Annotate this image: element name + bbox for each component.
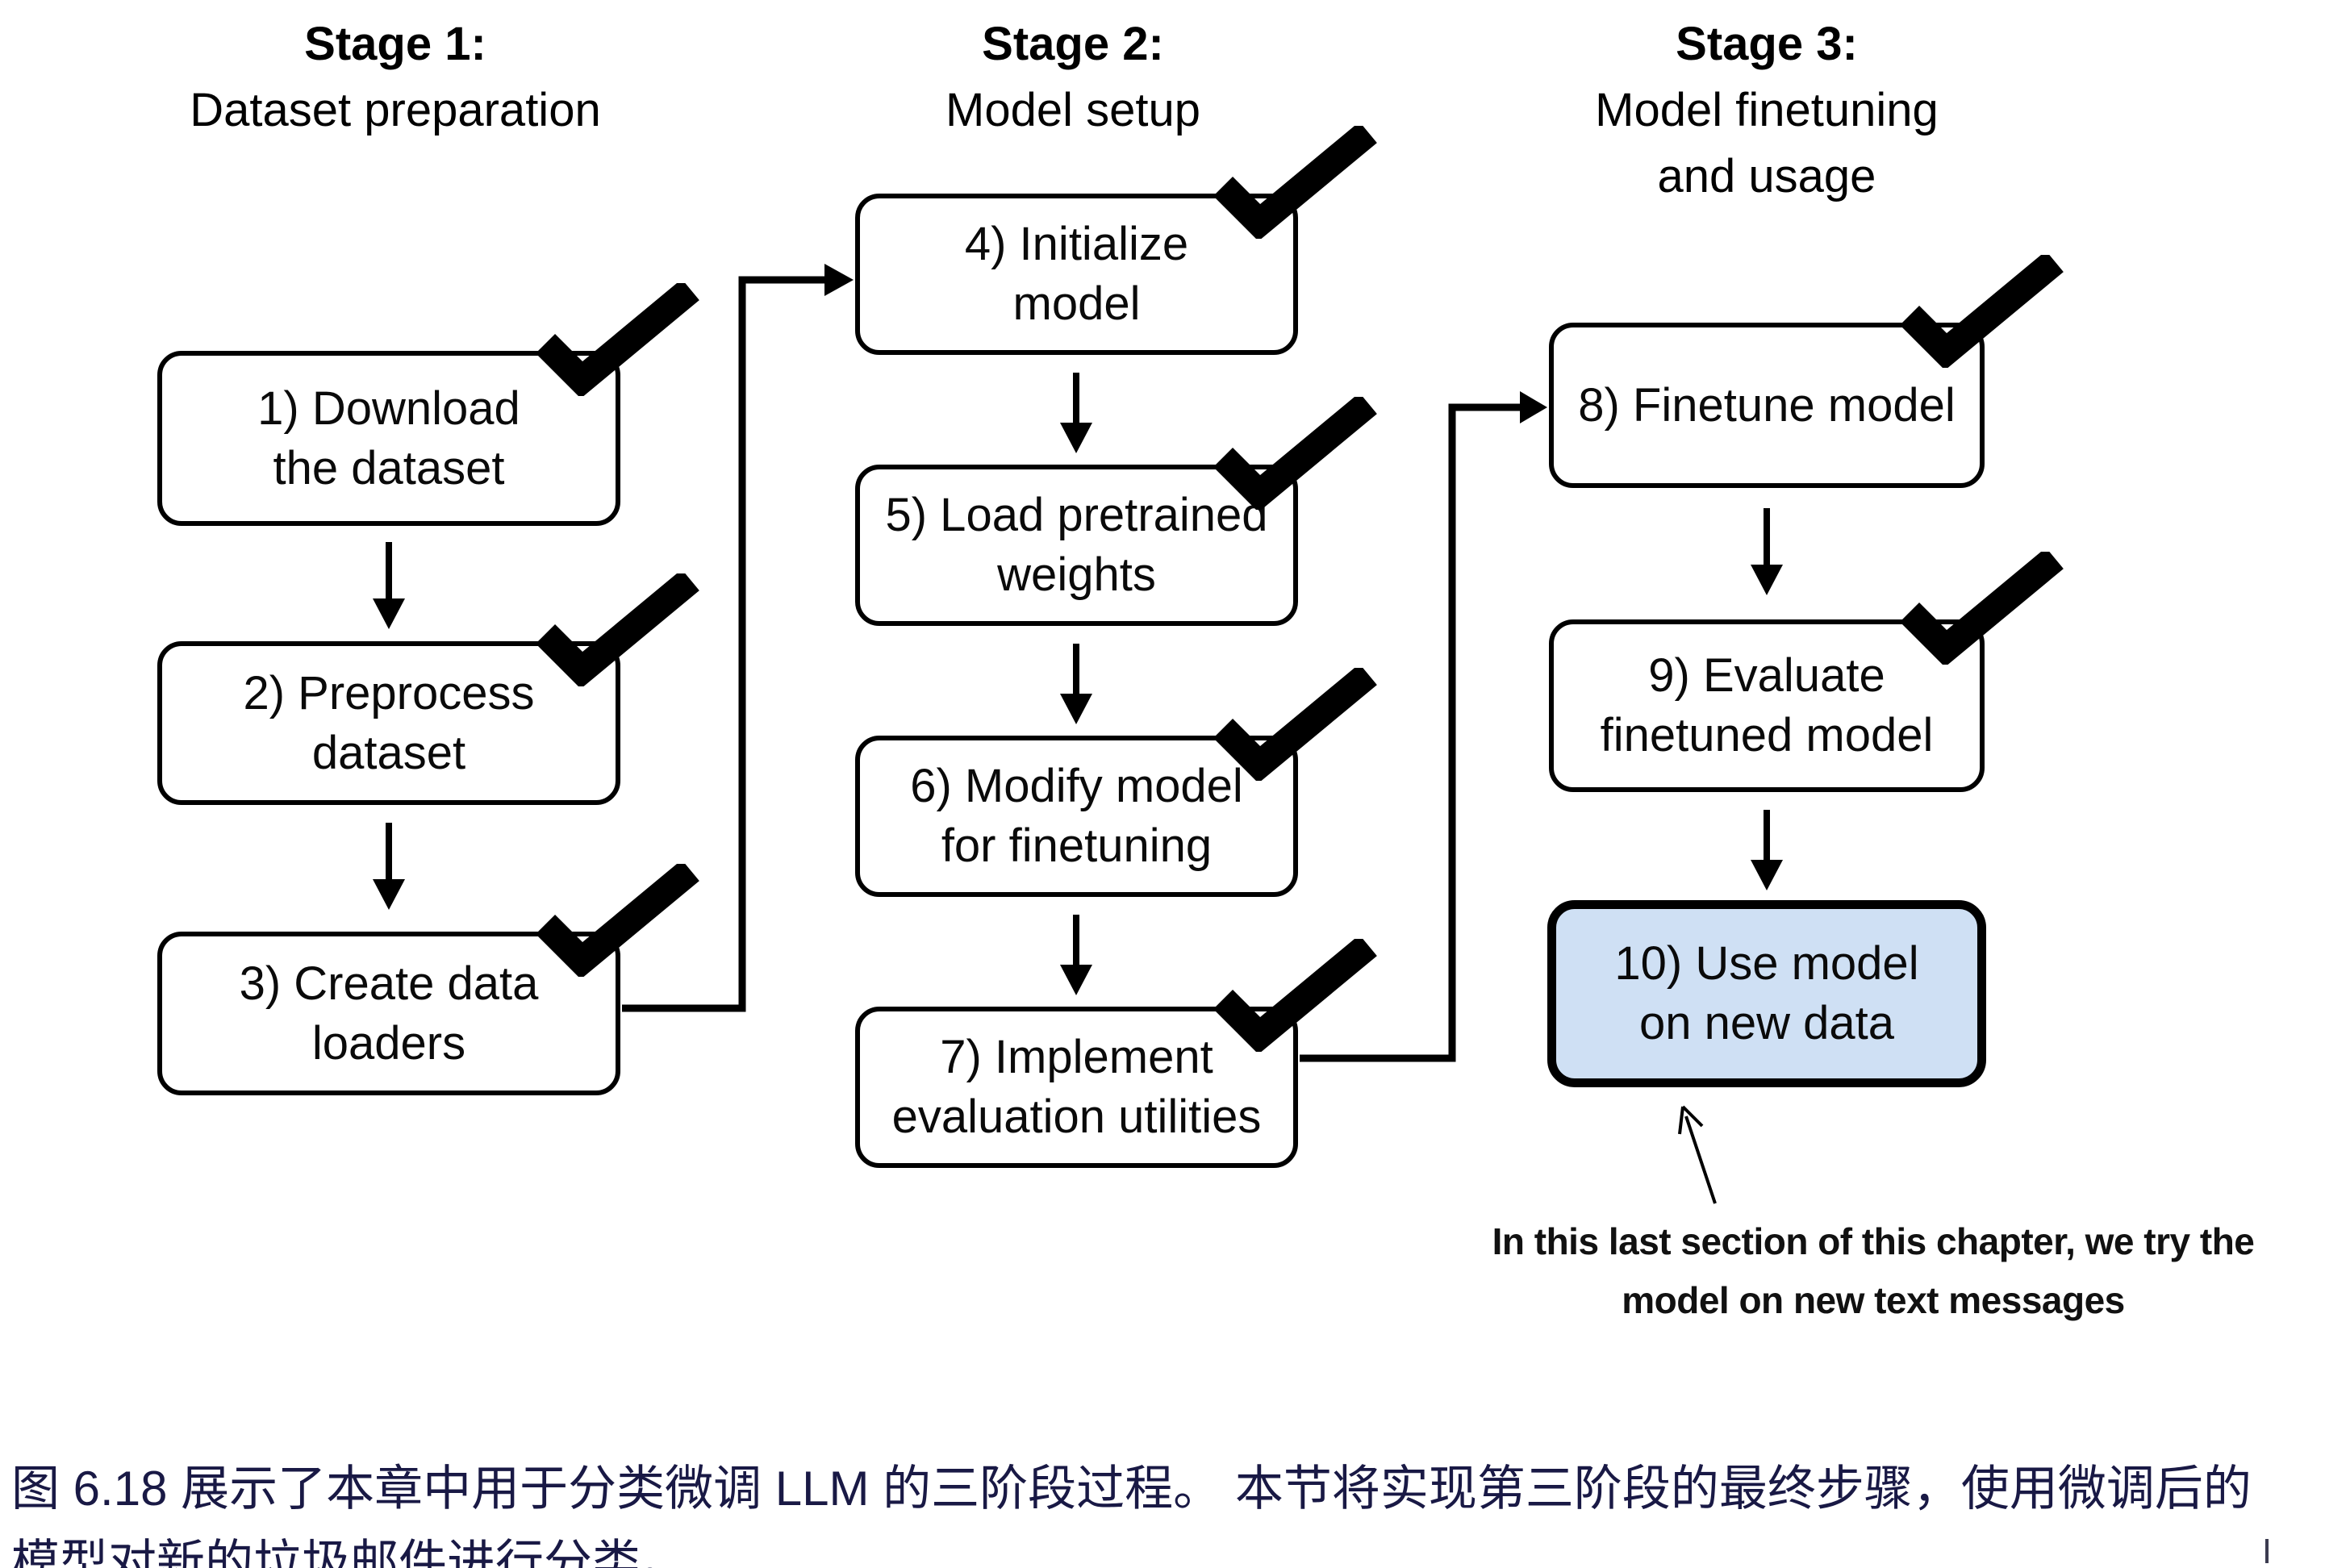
figure-caption-line2: 模型对新的垃圾邮件进行分类。 xyxy=(11,1536,689,1568)
checkmark-icon xyxy=(1215,397,1377,510)
step-box-download-dataset: 1) Download the dataset xyxy=(157,283,699,526)
step-box-load-pretrained-weights: 5) Load pretrained weights xyxy=(855,397,1377,626)
step-box-evaluate-finetuned-model: 9) Evaluate finetuned model xyxy=(1549,552,2064,792)
step-label: 9) Evaluate finetuned model xyxy=(1600,649,1934,761)
figure-caption-line1: 图 6.18 展示了本章中用于分类微调 LLM 的三阶段过程。 本节将实现第三阶… xyxy=(11,1462,2252,1516)
step-label: 5) Load pretrained weights xyxy=(885,489,1268,601)
arrow-down-icon xyxy=(1751,810,1783,890)
arrow-down-icon xyxy=(373,823,405,910)
stage1-title: Stage 1: xyxy=(304,18,486,70)
step-box-initialize-model: 4) Initialize model xyxy=(855,126,1377,355)
step-box-use-model-on-new-data: 10) Use model on new data xyxy=(1547,900,1986,1087)
step-box-implement-evaluation-utilities: 7) Implement evaluation utilities xyxy=(855,939,1377,1168)
step-label: 10) Use model on new data xyxy=(1614,937,1919,1049)
step-box-preprocess-dataset: 2) Preprocess dataset xyxy=(157,573,699,805)
checkmark-icon xyxy=(1215,668,1377,781)
arrow-down-icon xyxy=(1060,373,1092,453)
step-label: 8) Finetune model xyxy=(1578,378,1956,432)
step-label: 4) Initialize model xyxy=(964,218,1189,330)
checkmark-icon xyxy=(537,283,699,396)
checkmark-icon xyxy=(1901,255,2064,368)
stage2-header: Stage 2: Model setup xyxy=(750,11,1396,144)
figure-caption: 图 6.18 展示了本章中用于分类微调 LLM 的三阶段过程。 本节将实现第三阶… xyxy=(11,1452,2315,1568)
checkmark-icon xyxy=(537,573,699,686)
checkmark-icon xyxy=(1215,126,1377,239)
step-label: 6) Modify model for finetuning xyxy=(910,760,1243,872)
elbow-connector-stage1-to-stage2 xyxy=(622,264,854,1012)
arrow-down-icon xyxy=(1060,644,1092,724)
checkmark-icon xyxy=(537,864,699,977)
checkmark-icon xyxy=(1901,552,2064,665)
step-label: 3) Create data loaders xyxy=(239,957,539,1070)
step-box-create-data-loaders: 3) Create data loaders xyxy=(157,864,699,1095)
step-label: 1) Download the dataset xyxy=(257,382,520,494)
step-box-finetune-model: 8) Finetune model xyxy=(1549,255,2064,488)
stage3-header: Stage 3: Model finetuning and usage xyxy=(1444,11,2089,210)
arrow-down-icon xyxy=(1060,915,1092,995)
step-box-modify-model: 6) Modify model for finetuning xyxy=(855,668,1377,897)
stage3-title: Stage 3: xyxy=(1676,18,1858,70)
arrow-down-icon xyxy=(373,542,405,629)
stage3-subtitle: Model finetuning and usage xyxy=(1595,84,1939,202)
stage2-subtitle: Model setup xyxy=(945,84,1200,136)
checkmark-icon xyxy=(1215,939,1377,1052)
text-cursor-artifact xyxy=(2265,1539,2269,1563)
stage1-header: Stage 1: Dataset preparation xyxy=(73,11,718,144)
annotation-text: In this last section of this chapter, we… xyxy=(1492,1220,2255,1321)
annotation-arrow-icon xyxy=(1678,1105,1717,1204)
step-label: 7) Implement evaluation utilities xyxy=(891,1031,1262,1143)
step-label: 2) Preprocess dataset xyxy=(243,666,535,779)
stage1-subtitle: Dataset preparation xyxy=(190,84,601,136)
stage2-title: Stage 2: xyxy=(982,18,1164,70)
arrow-down-icon xyxy=(1751,508,1783,595)
elbow-connector-stage2-to-stage3 xyxy=(1300,391,1547,1062)
